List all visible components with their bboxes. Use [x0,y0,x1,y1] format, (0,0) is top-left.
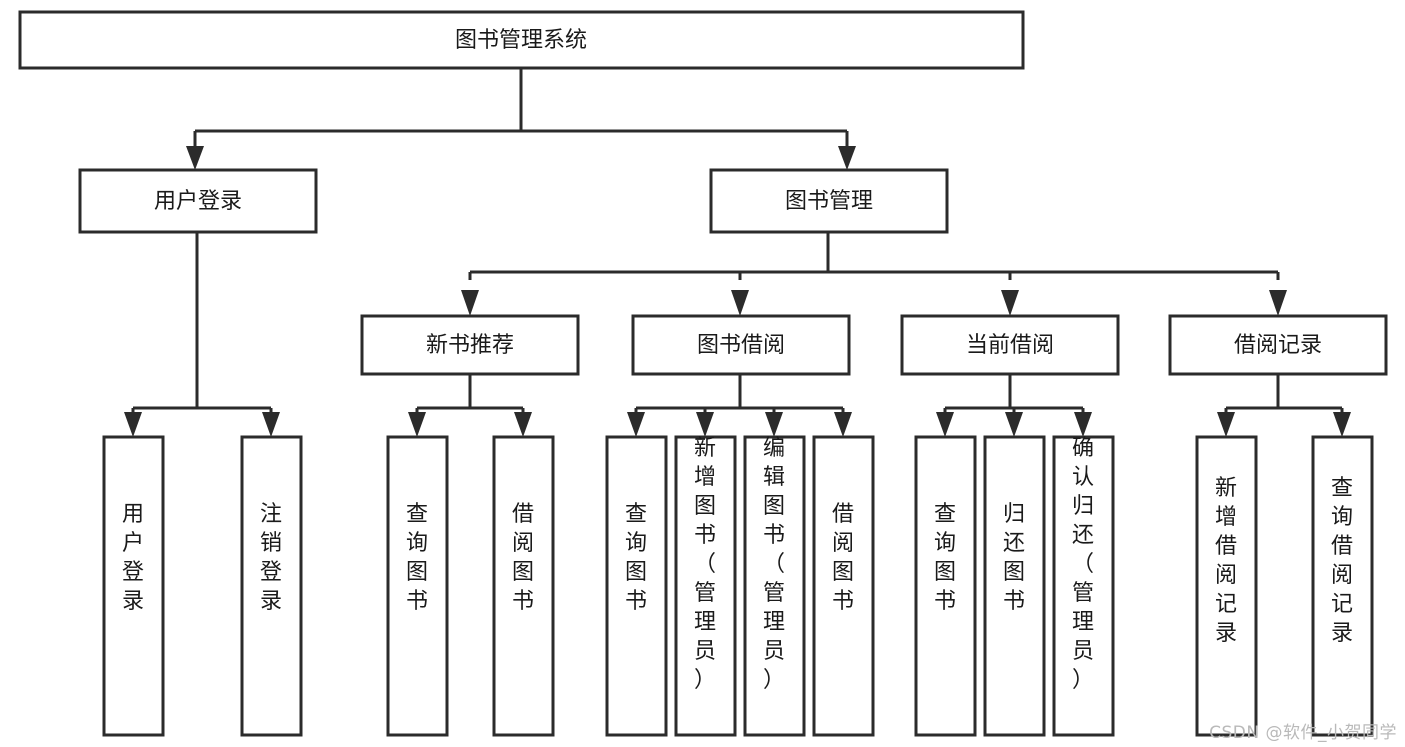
arrow-head-icon [696,412,714,437]
node-borrow-record[interactable]: 借阅记录 [1168,314,1388,376]
connector-user-login-to-leaves [124,232,280,437]
arrow-head-icon [1217,412,1235,437]
leaf-label: 借阅图书 [832,502,854,614]
arrow-head-icon [408,412,426,437]
arrow-head-icon [1005,412,1023,437]
node-new-book-recommend-label: 新书推荐 [426,333,514,358]
arrow-head-icon [936,412,954,437]
arrow-head-icon [124,412,142,437]
node-book-management-label: 图书管理 [785,189,873,214]
leaf-new-book-recommend-0[interactable]: 查询图书 [386,435,449,737]
leaf-label: 编辑图书（管理员） [763,436,785,693]
arrow-head-icon [765,412,783,437]
leaf-label: 查询图书 [625,502,647,614]
arrow-head-icon [834,412,852,437]
connector-book-borrow-to-leaves [627,374,852,437]
arrow-head-icon [1074,412,1092,437]
leaf-current-borrow-0[interactable]: 查询图书 [914,435,977,737]
leaf-label: 归还图书 [1003,502,1025,614]
leaf-label: 查询借阅记录 [1331,476,1353,646]
node-book-borrow-label: 图书借阅 [697,333,785,358]
node-user-login[interactable]: 用户登录 [78,168,318,234]
leaf-label: 查询图书 [934,502,956,614]
leaf-book-borrow-0[interactable]: 查询图书 [605,435,668,737]
node-new-book-recommend[interactable]: 新书推荐 [360,314,580,376]
leaf-label: 查询图书 [406,502,428,614]
leaf-book-borrow-3[interactable]: 借阅图书 [812,435,875,737]
leaf-label: 借阅图书 [512,502,534,614]
connector-root-to-level2 [186,68,856,170]
leaf-label: 用户登录 [122,502,144,614]
leaf-new-book-recommend-1[interactable]: 借阅图书 [492,435,555,737]
leaf-book-borrow-1[interactable]: 新增图书（管理员） [674,435,737,737]
leaf-label: 新增图书（管理员） [694,436,716,693]
leaf-label: 注销登录 [260,502,282,614]
leaf-current-borrow-1[interactable]: 归还图书 [983,435,1046,737]
arrow-head-icon [1269,290,1287,316]
leaf-current-borrow-2[interactable]: 确认归还（管理员） [1052,435,1115,737]
arrow-head-icon [514,412,532,437]
node-current-borrow-label: 当前借阅 [966,333,1054,358]
arrow-head-icon [262,412,280,437]
node-root-system[interactable]: 图书管理系统 [18,10,1025,70]
arrow-head-icon [461,290,479,316]
leaf-label: 新增借阅记录 [1215,476,1237,646]
arrow-head-icon [1333,412,1351,437]
leaf-user-login-0[interactable]: 用户登录 [102,435,165,737]
csdn-watermark: CSDN @软件_小贺同学 [1209,723,1397,743]
node-book-management[interactable]: 图书管理 [709,168,949,234]
node-current-borrow[interactable]: 当前借阅 [900,314,1120,376]
arrow-head-icon [1001,290,1019,316]
leaf-borrow-record-1[interactable]: 查询借阅记录 [1311,435,1374,737]
leaf-user-login-1[interactable]: 注销登录 [240,435,303,737]
node-book-borrow[interactable]: 图书借阅 [631,314,851,376]
connector-borrow-record-to-leaves [1217,374,1351,437]
arrow-head-icon [838,146,856,170]
node-user-login-label: 用户登录 [154,189,242,214]
connector-new-book-to-leaves [408,374,532,437]
leaf-book-borrow-2[interactable]: 编辑图书（管理员） [743,435,806,737]
node-root-label: 图书管理系统 [455,28,587,53]
connector-current-borrow-to-leaves [936,374,1092,437]
node-borrow-record-label: 借阅记录 [1234,333,1322,358]
leaf-label: 确认归还（管理员） [1072,436,1094,693]
arrow-head-icon [627,412,645,437]
connector-book-mgmt-to-level3 [461,232,1287,316]
arrow-head-icon [731,290,749,316]
arrow-head-icon [186,146,204,170]
leaf-borrow-record-0[interactable]: 新增借阅记录 [1195,435,1258,737]
